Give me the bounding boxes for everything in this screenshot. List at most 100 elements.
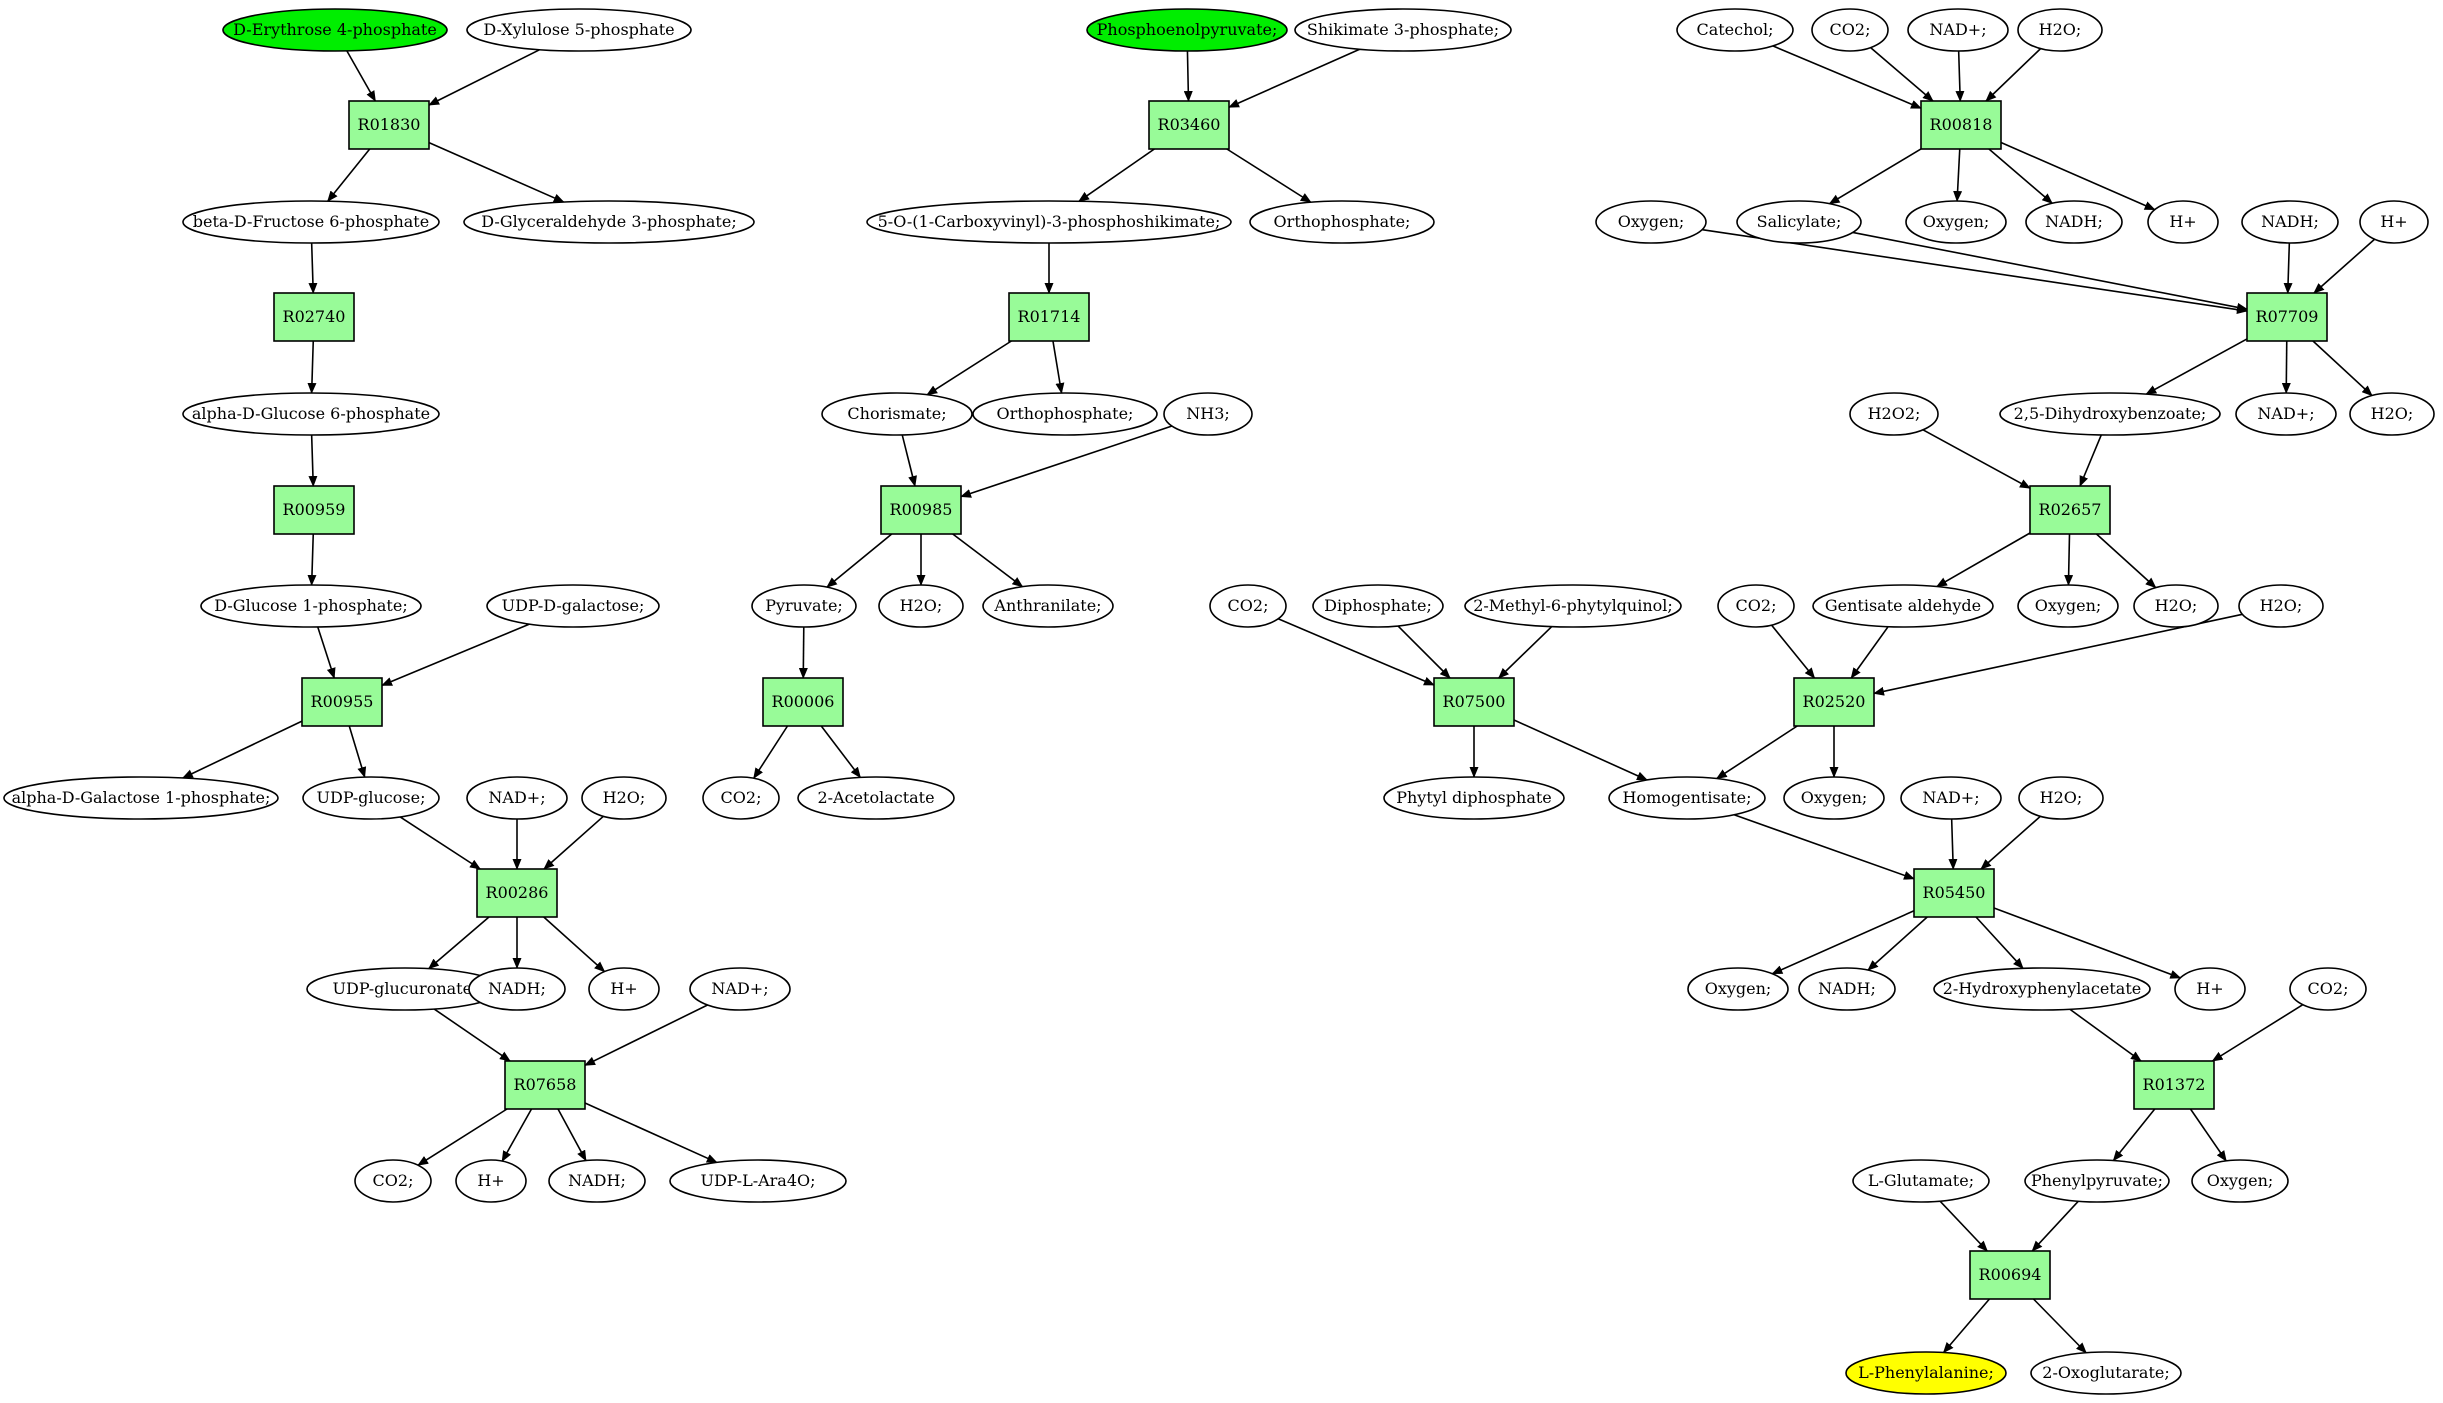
node-label: R00006 [772, 692, 835, 711]
edge-r16-m63 [1993, 907, 2182, 979]
compound-ellipse [588, 967, 660, 1011]
compound-ellipse [1849, 392, 1939, 436]
node-label: R00286 [486, 883, 549, 902]
reaction-box [762, 677, 844, 727]
compound-ellipse [1933, 967, 2151, 1011]
node-label: alpha-D-Galactose 1-phosphate; [12, 788, 271, 807]
compound-node-m44: 2,5-Dihydroxybenzoate; [1999, 392, 2221, 436]
node-label: 2-Hydroxyphenylacetate [1943, 979, 2141, 998]
compound-node-m45: NAD+; [2235, 392, 2337, 436]
reaction-node-r2: R02740 [273, 292, 355, 342]
compound-ellipse [548, 1159, 646, 1203]
compound-node-m1: D-Erythrose 4-phosphate [222, 8, 448, 52]
compound-node-m26: NH3; [1163, 392, 1253, 436]
compound-node-m35: H2O; [2017, 8, 2103, 52]
node-label: Oxygen; [1923, 212, 1990, 231]
compound-node-m7: UDP-D-galactose; [486, 584, 660, 628]
node-label: Phytyl diphosphate [1396, 788, 1552, 807]
edge-m26-r9 [960, 425, 1173, 498]
compound-ellipse [1294, 8, 1512, 52]
edge-m59-r16 [1980, 815, 2041, 870]
edge-r17-m66 [2112, 1108, 2156, 1162]
compound-ellipse [2235, 392, 2337, 436]
node-label: CO2; [373, 1171, 414, 1190]
compound-ellipse [1163, 392, 1253, 436]
compound-node-m38: Oxygen; [1905, 200, 2007, 244]
node-label: R07500 [1443, 692, 1506, 711]
edge-r18-m69 [2032, 1298, 2087, 1354]
node-label: Pyruvate; [765, 596, 843, 615]
node-label: L-Glutamate; [1868, 1171, 1974, 1190]
node-label: NADH; [488, 979, 546, 998]
edge-r11-m39 [1988, 148, 2053, 204]
node-label: H2O; [2260, 596, 2303, 615]
node-label: CO2; [1736, 596, 1777, 615]
node-label: R00959 [283, 500, 346, 519]
node-label: D-Erythrose 4-phosphate [233, 20, 437, 39]
compound-node-m31: 2-Acetolactate [797, 776, 955, 820]
compound-node-m64: CO2; [2289, 967, 2367, 1011]
node-label: R05450 [1923, 883, 1986, 902]
compound-node-m30: CO2; [702, 776, 780, 820]
edge-r13-m47 [1935, 532, 2031, 588]
edge-layer [181, 45, 2376, 1354]
reaction-box [1969, 1250, 2051, 1300]
edge-r15-m56 [1513, 719, 1648, 781]
compound-ellipse [222, 8, 448, 52]
reaction-box [1920, 100, 2002, 150]
edge-r12-m45 [2281, 340, 2291, 395]
node-label: UDP-glucose; [317, 788, 426, 807]
edge-m11-r5 [543, 815, 604, 870]
reaction-box [1913, 868, 1995, 918]
edge-m34-r11 [1955, 50, 1965, 102]
compound-node-m37: Salicylate; [1736, 200, 1862, 244]
edge-m62-r17 [2069, 1008, 2142, 1062]
compound-node-m17: H+ [455, 1159, 527, 1203]
reaction-node-r14: R02520 [1793, 677, 1875, 727]
compound-node-m24: Chorismate; [821, 392, 973, 436]
node-label: H+ [2196, 979, 2223, 998]
edge-m32-r11 [1772, 45, 1922, 109]
compound-ellipse [1717, 584, 1795, 628]
compound-ellipse [1608, 776, 1766, 820]
node-label: D-Glucose 1-phosphate; [214, 596, 407, 615]
edge-r4-m8 [181, 720, 303, 779]
reaction-node-r16: R05450 [1913, 868, 1995, 918]
compound-node-m4: D-Glyceraldehyde 3-phosphate; [463, 200, 755, 244]
compound-ellipse [581, 776, 667, 820]
edge-m35-r11 [1985, 48, 2042, 102]
compound-ellipse [1086, 8, 1288, 52]
node-label: CO2; [2308, 979, 2349, 998]
compound-ellipse [1812, 584, 1994, 628]
compound-node-m68: L-Phenylalanine; [1845, 1351, 2007, 1395]
edge-m58-r16 [1948, 818, 1958, 870]
compound-ellipse [468, 967, 566, 1011]
node-label: Catechol; [1696, 20, 1773, 39]
compound-ellipse [1783, 776, 1885, 820]
node-label: NAD+; [2257, 404, 2314, 423]
reaction-node-r7: R03460 [1148, 100, 1230, 150]
compound-ellipse [2241, 200, 2339, 244]
node-label: Oxygen; [2207, 1171, 2274, 1190]
node-label: R00818 [1930, 115, 1993, 134]
compound-ellipse [751, 584, 857, 628]
node-label: Orthophosphate; [997, 404, 1134, 423]
node-label: NADH; [1818, 979, 1876, 998]
node-label: R00694 [1979, 1265, 2042, 1284]
edge-r16-m60 [1771, 910, 1915, 975]
reaction-node-r1: R01830 [348, 100, 430, 150]
compound-node-m40: H+ [2147, 200, 2219, 244]
compound-node-m52: CO2; [1209, 584, 1287, 628]
edge-r1-m4 [428, 141, 565, 203]
compound-node-m36: Oxygen; [1595, 200, 1707, 244]
reaction-box [2029, 485, 2111, 535]
compound-node-m22: 5-O-(1-Carboxyvinyl)-3-phosphoshikimate; [866, 200, 1232, 244]
node-label: NADH; [2261, 212, 2319, 231]
edge-r10-m30 [753, 725, 789, 780]
node-label: Orthophosphate; [1274, 212, 1411, 231]
compound-ellipse [1687, 967, 1789, 1011]
compound-node-m12: UDP-glucuronate; [306, 967, 504, 1011]
compound-ellipse [200, 584, 422, 628]
compound-node-m60: Oxygen; [1687, 967, 1789, 1011]
node-label: Anthranilate; [993, 596, 1101, 615]
